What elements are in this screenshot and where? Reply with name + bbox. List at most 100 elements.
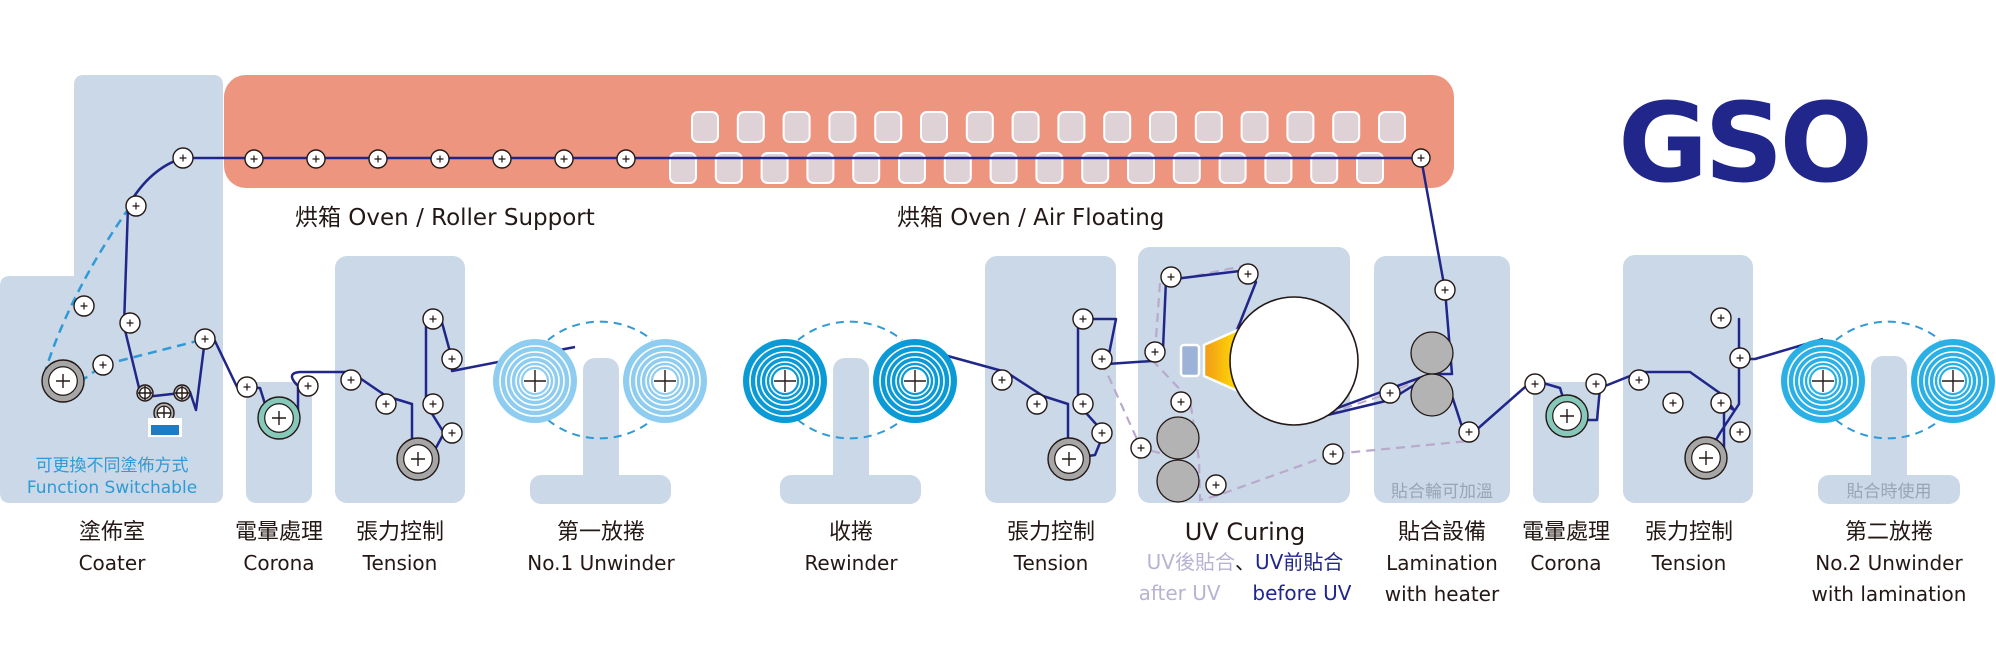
unwinder1-stand bbox=[530, 358, 671, 504]
label-zh: 第一放捲 bbox=[556, 520, 646, 545]
idler-roller-icon bbox=[1091, 348, 1113, 370]
idler-roller-icon bbox=[616, 149, 636, 169]
label-en: No.1 Unwinder bbox=[527, 551, 675, 575]
idler-roller-icon bbox=[194, 328, 216, 350]
idler-roller-icon bbox=[1170, 391, 1192, 413]
label-en: Corona bbox=[243, 551, 315, 575]
idler-roller-icon bbox=[422, 393, 444, 415]
air-nozzle-lower bbox=[852, 152, 881, 184]
air-nozzle-lower bbox=[714, 152, 743, 184]
nip-roller-icon bbox=[1156, 416, 1200, 460]
idler-roller-icon bbox=[306, 149, 326, 169]
idler-roller-icon bbox=[1072, 393, 1094, 415]
label-en: Tension bbox=[1013, 551, 1089, 575]
air-nozzle-lower bbox=[1081, 152, 1110, 184]
idler-roller-icon bbox=[1729, 347, 1751, 369]
idler-roller-icon bbox=[1710, 307, 1732, 329]
air-nozzle-lower bbox=[1035, 152, 1064, 184]
unwinder2-stand bbox=[1818, 356, 1960, 504]
unwinder1-swap-arc bbox=[547, 320, 653, 440]
uv-curing-drum bbox=[1229, 296, 1359, 426]
tension3-dancer-icon bbox=[1684, 436, 1728, 480]
label-en: No.2 Unwinder bbox=[1815, 551, 1963, 575]
air-nozzle-lower bbox=[1356, 152, 1384, 184]
air-nozzle-upper bbox=[782, 111, 811, 143]
oven-air-floating-label: 烘箱 Oven / Air Floating bbox=[897, 205, 1165, 231]
station-label-lamination: 貼合設備 Lamination with heater bbox=[1385, 517, 1499, 610]
unwinder2-lamination-note: 貼合時使用 bbox=[1846, 482, 1932, 502]
air-nozzle-lower bbox=[760, 152, 789, 184]
station-label-unwinder1: 第一放捲 No.1 Unwinder bbox=[527, 517, 674, 579]
idler-roller-icon bbox=[1205, 474, 1227, 496]
station-label-tension1: 張力控制 Tension bbox=[356, 517, 444, 579]
air-nozzle-upper bbox=[1332, 111, 1361, 143]
idler-roller-icon bbox=[297, 375, 319, 397]
idler-roller-icon bbox=[422, 308, 444, 330]
coater-note-zh: 可更換不同塗佈方式 bbox=[35, 456, 189, 476]
unwinder2-reel-icon bbox=[1911, 339, 1995, 423]
label-en-title: UV Curing bbox=[1184, 518, 1306, 546]
station-label-corona2: 電暈處理 Corona bbox=[1522, 517, 1610, 579]
idler-roller-icon bbox=[1458, 421, 1480, 443]
idler-roller-icon bbox=[119, 312, 141, 334]
lamination-heater-note: 貼合輪可加溫 bbox=[1391, 482, 1493, 502]
idler-roller-icon bbox=[441, 422, 463, 444]
idler-roller-icon bbox=[1662, 392, 1684, 414]
idler-roller-icon bbox=[991, 369, 1013, 391]
label-en: Rewinder bbox=[804, 551, 898, 575]
idler-roller-icon bbox=[1144, 341, 1166, 363]
label-en2: with heater bbox=[1384, 582, 1500, 606]
uv-after-zh: UV後貼合 bbox=[1146, 550, 1235, 574]
idler-roller-icon bbox=[441, 348, 463, 370]
rewinder-stand bbox=[780, 358, 921, 504]
uv-lamination-options: UV後貼合、UV前貼合 after UV before UV bbox=[1139, 547, 1352, 609]
idler-roller-icon bbox=[73, 295, 95, 317]
idler-roller-icon bbox=[1160, 266, 1182, 288]
label-zh: 張力控制 bbox=[1006, 520, 1096, 545]
idler-roller-icon bbox=[172, 147, 194, 169]
idler-roller-icon bbox=[368, 149, 388, 169]
air-nozzle-lower bbox=[989, 152, 1018, 184]
corona1-roller-icon bbox=[257, 396, 301, 440]
coater-switchable-note: 可更換不同塗佈方式 Function Switchable bbox=[27, 455, 197, 499]
label-zh: 貼合設備 bbox=[1397, 520, 1486, 545]
reels bbox=[493, 339, 1995, 423]
uv-separator: 、 bbox=[1235, 550, 1255, 574]
uv-before-zh: UV前貼合 bbox=[1255, 550, 1344, 574]
nip-roller-icon bbox=[1156, 459, 1200, 503]
idler-roller-icon bbox=[1026, 393, 1048, 415]
label-zh: 塗佈室 bbox=[78, 520, 146, 545]
unwinder1-reel-icon bbox=[493, 339, 577, 423]
oven-roller-support-label: 烘箱 Oven / Roller Support bbox=[295, 205, 595, 231]
air-nozzle-upper bbox=[1057, 111, 1086, 143]
idler-roller-icon bbox=[1585, 373, 1607, 395]
coating-tray bbox=[148, 418, 182, 437]
coater-alt-path-2 bbox=[79, 337, 206, 384]
tension2-dancer-icon bbox=[1047, 437, 1091, 481]
idler-roller-icon bbox=[1091, 422, 1113, 444]
coater-unwind-roll-icon bbox=[41, 359, 85, 403]
air-nozzle-upper bbox=[1194, 111, 1223, 143]
idler-roller-icon bbox=[244, 149, 264, 169]
station-label-tension2: 張力控制 Tension bbox=[1007, 517, 1095, 579]
station-label-coater: 塗佈室 Coater bbox=[79, 517, 146, 579]
air-nozzle-lower bbox=[898, 152, 926, 184]
rewinder-reel-icon bbox=[873, 339, 957, 423]
station-label-rewinder: 收捲 Rewinder bbox=[804, 517, 897, 579]
air-nozzle-upper bbox=[1378, 111, 1406, 143]
nip-roller-icon bbox=[1410, 331, 1454, 375]
air-nozzle-upper bbox=[828, 111, 857, 143]
air-nozzle-upper bbox=[736, 111, 765, 143]
air-nozzle-lower bbox=[1172, 152, 1201, 184]
rewinder-reel-icon bbox=[743, 339, 827, 423]
air-floating-nozzles bbox=[669, 111, 1406, 184]
air-nozzle-upper bbox=[874, 111, 903, 143]
unwinder2-reel-icon bbox=[1781, 339, 1865, 423]
station-label-uv: UV Curing bbox=[1185, 517, 1306, 548]
air-nozzle-upper bbox=[691, 111, 719, 143]
idler-roller-icon bbox=[125, 195, 147, 217]
idler-roller-icon bbox=[1130, 437, 1152, 459]
air-nozzle-upper bbox=[1149, 111, 1177, 143]
label-en: Coater bbox=[78, 551, 146, 575]
